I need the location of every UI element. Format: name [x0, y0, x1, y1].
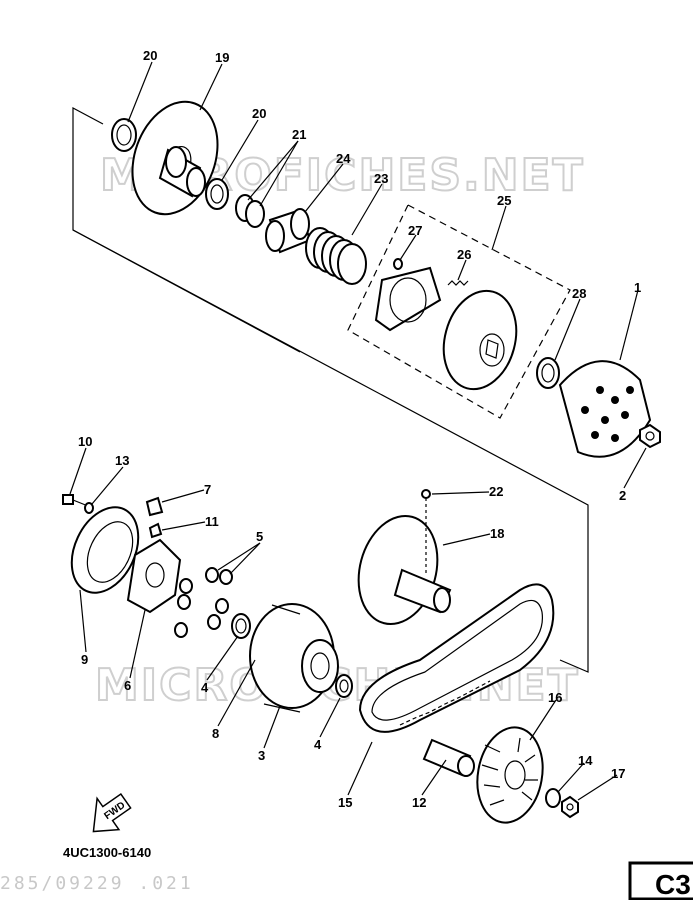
part-17-nut	[561, 795, 579, 819]
part-14-washer	[545, 788, 561, 808]
callout-26: 26	[457, 247, 471, 262]
part-2-nut	[639, 423, 661, 449]
part-9-cover-plate	[70, 506, 140, 594]
part-20-oil-seal-left	[111, 118, 137, 152]
callout-1: 1	[634, 280, 641, 295]
callout-20-top: 20	[143, 48, 157, 63]
part-22-guide-pin	[421, 489, 431, 573]
callout-11: 11	[205, 514, 219, 529]
part-16-primary-fixed-sheave	[476, 726, 544, 824]
diagram-code: 4UC1300-6140	[63, 845, 151, 860]
part-15-v-belt	[358, 583, 555, 733]
part-10-bolt	[62, 494, 89, 507]
part-12-collar-sleeve	[422, 738, 475, 777]
callout-5: 5	[256, 529, 263, 544]
part-13-washer	[84, 502, 94, 514]
callout-18: 18	[490, 526, 504, 541]
part-4-collar-right	[335, 674, 353, 698]
callout-15: 15	[338, 795, 352, 810]
part-6-cam-plate	[126, 538, 182, 614]
callout-14: 14	[578, 753, 593, 768]
callout-7: 7	[204, 482, 211, 497]
callout-25: 25	[497, 193, 511, 208]
callout-23: 23	[374, 171, 388, 186]
part-23-compression-spring	[305, 227, 367, 285]
part-24-guide	[265, 208, 312, 254]
callout-17: 17	[611, 766, 625, 781]
part-1-clutch-housing	[558, 360, 652, 458]
callout-19: 19	[215, 50, 229, 65]
part-5-weight-rollers	[174, 567, 233, 638]
callout-8: 8	[212, 726, 219, 741]
part-11-slider	[148, 522, 163, 539]
part-25-clutch-carrier-assembly	[347, 204, 571, 419]
callout-27: 27	[408, 223, 422, 238]
part-21-o-rings	[235, 194, 265, 228]
part-4-collar-left	[231, 613, 251, 639]
callout-4-left: 4	[201, 680, 209, 695]
part-28-collar	[536, 357, 560, 389]
callout-labels: 20 19 20 21 24 23 25 27 26 28 1 2 22 18 …	[78, 48, 641, 810]
callout-12: 12	[412, 795, 426, 810]
leader-lines	[69, 61, 647, 801]
callout-2: 2	[619, 488, 626, 503]
callout-4-right: 4	[314, 737, 322, 752]
callout-21: 21	[292, 127, 306, 142]
assembly-boundary-lines	[72, 107, 589, 673]
callout-9: 9	[81, 652, 88, 667]
scan-stamp: 285/09229 .021	[0, 873, 194, 894]
page-id: C3	[655, 869, 691, 900]
callout-6: 6	[124, 678, 131, 693]
callout-10: 10	[78, 434, 92, 449]
callout-24: 24	[336, 151, 351, 166]
callout-13: 13	[115, 453, 129, 468]
part-20-oil-seal-right	[205, 178, 229, 210]
callout-28: 28	[572, 286, 586, 301]
part-7-slider	[145, 496, 164, 517]
part-3-primary-sliding-sheave	[249, 603, 339, 713]
page-id-box: C3	[628, 861, 693, 900]
part-18-secondary-sheave	[357, 514, 452, 626]
callout-16: 16	[548, 690, 562, 705]
callout-3: 3	[258, 748, 265, 763]
fwd-arrow-icon: FWD	[92, 792, 132, 833]
callout-22: 22	[489, 484, 503, 499]
callout-20-mid: 20	[252, 106, 266, 121]
part-19-fixed-sheave	[131, 100, 219, 216]
